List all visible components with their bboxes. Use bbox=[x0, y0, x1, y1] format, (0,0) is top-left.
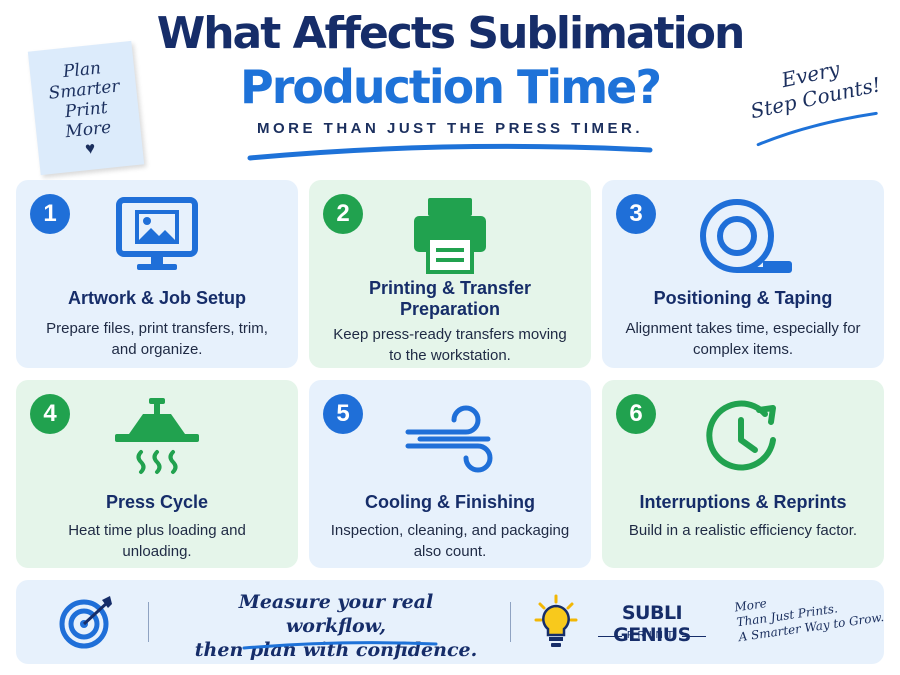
lightbulb-icon bbox=[534, 594, 578, 647]
card-title: Positioning & Taping bbox=[653, 288, 833, 308]
printer-icon bbox=[414, 198, 486, 274]
card-description: Keep press-ready transfers moving to the… bbox=[333, 326, 567, 364]
clock-refresh-icon bbox=[706, 400, 776, 471]
title-line-2: Production Time? bbox=[239, 60, 662, 114]
step-number-badge: 4 bbox=[30, 394, 70, 434]
step-number-badge: 2 bbox=[323, 194, 363, 234]
card-description: Inspection, cleaning, and packaging also… bbox=[330, 522, 570, 560]
card-positioning-taping: 3 Positioning & Taping Alignment takes t… bbox=[602, 180, 884, 368]
heat-press-icon bbox=[115, 398, 199, 474]
tape-roll-icon bbox=[700, 199, 792, 273]
card-cooling-finishing: 5 Cooling & Finishing Inspection, cleani… bbox=[309, 380, 591, 568]
card-title: Artwork & Job Setup bbox=[67, 288, 246, 308]
heart-icon: ♥ bbox=[84, 137, 97, 158]
brand-tagline: More Than Just Prints. A Smarter Way to … bbox=[734, 580, 889, 645]
swoosh-decoration bbox=[247, 143, 653, 161]
title-line-1: What Affects Sublimation bbox=[156, 8, 746, 59]
monitor-image-icon bbox=[116, 197, 198, 270]
card-description: Prepare files, print transfers, trim, an… bbox=[46, 320, 268, 358]
card-title: Printing & Transfer Preparation bbox=[368, 278, 532, 319]
footer-divider bbox=[148, 602, 149, 642]
wind-icon bbox=[405, 405, 493, 473]
footer-divider bbox=[510, 602, 511, 642]
target-icon bbox=[59, 596, 112, 649]
brand-subtitle: PRINT bbox=[627, 630, 677, 641]
card-description: Heat time plus loading and unloading. bbox=[68, 522, 246, 560]
brand-rule bbox=[682, 636, 706, 637]
brand-rule bbox=[598, 636, 622, 637]
card-description: Build in a realistic efficiency factor. bbox=[628, 522, 858, 539]
step-number-badge: 6 bbox=[616, 394, 656, 434]
step-number-badge: 5 bbox=[323, 394, 363, 434]
card-description: Alignment takes time, especially for com… bbox=[625, 320, 861, 358]
step-number-badge: 3 bbox=[616, 194, 656, 234]
card-title: Press Cycle bbox=[105, 492, 209, 512]
card-printing-transfer: 2 Printing & Transfer Preparation Keep p… bbox=[309, 180, 591, 368]
card-interruptions-reprints: 6 Interruptions & Reprints Build in a re… bbox=[602, 380, 884, 568]
footer-swoosh-decoration bbox=[242, 641, 438, 650]
footer-banner: Measure your real workflow, then plan wi… bbox=[16, 580, 885, 664]
subtitle: MORE THAN JUST THE PRESS TIMER. bbox=[256, 120, 644, 137]
card-title: Interruptions & Reprints bbox=[639, 492, 847, 512]
brand-name: SUBLI GENIUS bbox=[613, 602, 691, 646]
step-number-badge: 1 bbox=[30, 194, 70, 234]
corner-swoosh-decoration bbox=[756, 111, 878, 147]
sticky-note: Plan Smarter Print More ♥ bbox=[27, 40, 145, 176]
card-artwork-setup: 1 Artwork & Job Setup Prepare files, pri… bbox=[16, 180, 298, 368]
footer-message-line: Measure your real workflow, bbox=[238, 591, 434, 637]
card-press-cycle: 4 Press Cycle Heat time plus loading and… bbox=[16, 380, 298, 568]
card-title: Cooling & Finishing bbox=[365, 492, 535, 512]
